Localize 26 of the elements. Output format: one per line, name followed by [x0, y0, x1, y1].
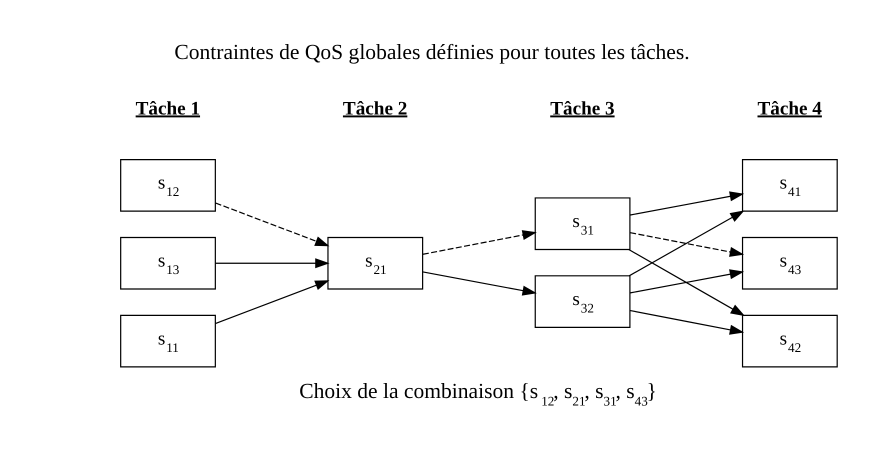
- arrow: [630, 310, 744, 335]
- label: Tâche 4: [758, 98, 822, 120]
- node-box: s$_{32}$: [534, 275, 630, 328]
- node-box: s$_{43}$: [742, 236, 838, 290]
- arrow: [628, 248, 746, 316]
- label: Tâche 2: [342, 98, 408, 120]
- node-box: s$_{11}$: [120, 314, 216, 368]
- arrow: [215, 280, 330, 324]
- arrow: [628, 210, 745, 276]
- label: Tâche 3: [550, 98, 615, 120]
- node-box: s$_{41}$: [742, 159, 838, 212]
- diagram-title: Contraintes de QoS globales définies pour toutes les tâches.: [174, 40, 690, 64]
- arrow: [422, 271, 537, 296]
- arrow: [216, 258, 330, 268]
- arrow: [630, 269, 744, 294]
- arrow: [630, 191, 744, 216]
- node-box: s$_{13}$: [120, 236, 216, 290]
- arrow: [215, 202, 330, 246]
- node-box: s$_{42}$: [742, 314, 838, 368]
- arrow: [422, 230, 537, 255]
- arrow: [630, 232, 744, 257]
- caption: Choix de la combinaison {s$_{12}$, s$_{21}$, s$_{31}$, s$_{43}$}: [299, 378, 658, 408]
- node-box: s$_{21}$: [327, 236, 424, 290]
- node-box: s$_{31}$: [534, 197, 630, 250]
- label: Tâche 1: [136, 98, 200, 120]
- node-box: s$_{12}$: [120, 159, 216, 212]
